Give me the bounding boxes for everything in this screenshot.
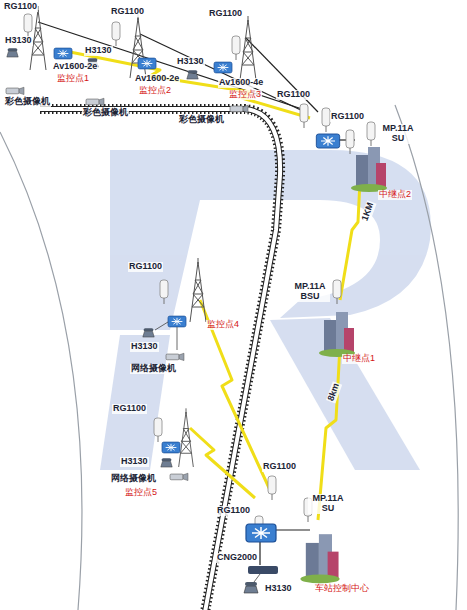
camera-label: 彩色摄像机 (4, 97, 51, 107)
device-label: RG1100 (216, 506, 251, 516)
device-label: Av1600-2e (52, 62, 98, 72)
camera-label: 网络摄像机 (110, 474, 157, 484)
terrain-outline (0, 105, 458, 610)
device-label: RG1100 (110, 7, 145, 17)
device-label: H3130 (130, 342, 159, 352)
device-label: RG1100 (276, 90, 311, 100)
device-label: H3130 (176, 57, 205, 67)
site-label: 监控点4 (206, 320, 240, 330)
device-label: H3130 (120, 457, 149, 467)
device-label: Av1600-2e (134, 74, 180, 84)
device-label: RG1100 (208, 9, 243, 19)
device-label: RG1100 (330, 112, 365, 122)
site-label: 监控点5 (124, 488, 158, 498)
watermark-r (100, 150, 431, 470)
railway (40, 109, 280, 610)
cng-box (248, 566, 278, 574)
device-label: H3130 (84, 46, 113, 56)
device-label: MP.11A BSU (290, 282, 330, 302)
site-label: 中继点1 (342, 354, 376, 364)
site-label: 监控点2 (138, 86, 172, 96)
site-label: 监控点3 (228, 90, 262, 100)
camera-label: 网络摄像机 (130, 364, 177, 374)
device-label: RG1100 (3, 2, 38, 12)
device-label: RG1100 (262, 462, 297, 472)
site-label: 中继点2 (378, 190, 412, 200)
site-label: 监控点1 (56, 74, 90, 84)
camera-label: 彩色摄像机 (82, 108, 129, 118)
camera-label: 彩色摄像机 (178, 115, 225, 125)
device-label: MP.11A SU (378, 124, 418, 144)
device-label: H3130 (4, 36, 33, 46)
device-label: Av1600-4e (218, 78, 264, 88)
relay-2 (300, 104, 387, 192)
wired-links (38, 22, 355, 565)
site-label: 车站控制中心 (314, 584, 370, 594)
device-label: RG1100 (112, 404, 147, 414)
site-5 (154, 408, 193, 480)
device-label: MP.11A SU (308, 494, 348, 514)
device-label: H3130 (264, 584, 293, 594)
device-label: CNG2000 (216, 553, 258, 563)
device-label: RG1100 (128, 262, 163, 272)
wireless-links (70, 52, 360, 520)
